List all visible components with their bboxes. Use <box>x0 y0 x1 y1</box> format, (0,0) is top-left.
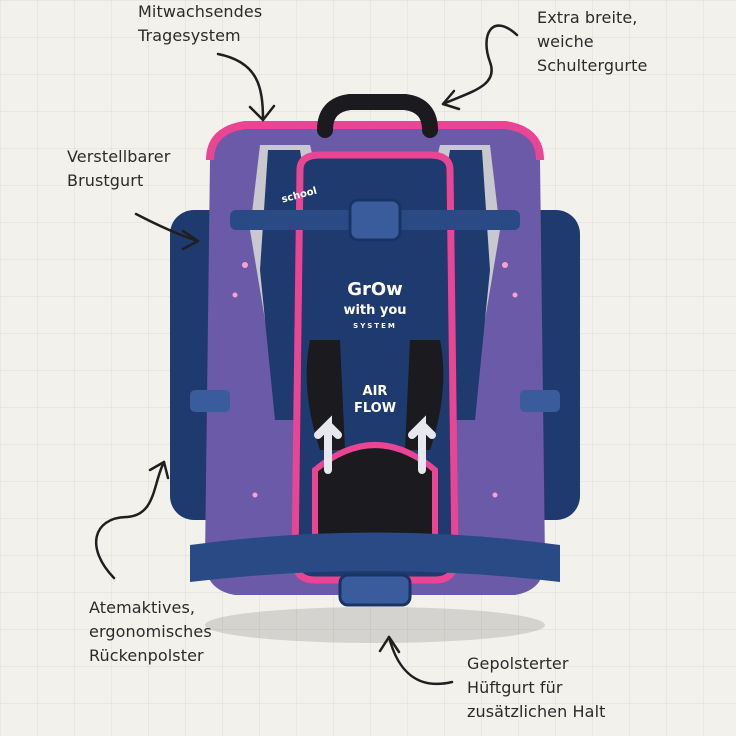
airflow-arrow-right <box>408 415 436 474</box>
callout-hueftgurt-line1: Gepolsterter <box>467 654 569 673</box>
right-mesh <box>405 340 444 450</box>
callout-tragesystem-line2: Tragesystem <box>138 26 241 45</box>
airflow-arrow-left <box>314 415 342 474</box>
callout-tragesystem-line1: Mitwachsendes <box>138 2 263 21</box>
logo-line3: SYSTEM <box>353 322 397 330</box>
callout-schultergurte: Extra breite, weiche Schultergurte <box>537 6 647 78</box>
callout-rueckenpolster-line3: Rückenpolster <box>89 646 204 665</box>
right-side-buckle <box>520 390 560 412</box>
top-handle <box>317 94 438 138</box>
hip-buckle <box>338 573 412 607</box>
callout-hueftgurt: Gepolsterter Hüftgurt für zusätzlichen H… <box>467 652 606 724</box>
callout-rueckenpolster-line2: ergonomisches <box>89 622 212 641</box>
callout-schultergurte-line1: Extra breite, <box>537 8 638 27</box>
chest-buckle <box>348 198 402 242</box>
backpack-svg: GrOw with you SYSTEM AIR FLOW school <box>170 94 580 643</box>
logo-line1: GrOw <box>347 279 403 300</box>
callout-hueftgurt-line2: Hüftgurt für <box>467 678 563 697</box>
callout-rueckenpolster-line1: Atemaktives, <box>89 598 196 617</box>
logo-line2: with you <box>343 303 406 318</box>
ground-shadow <box>205 607 545 643</box>
airflow-line1: AIR <box>363 384 388 399</box>
stars <box>232 262 518 498</box>
callout-hueftgurt-line3: zusätzlichen Halt <box>467 702 606 721</box>
lower-mesh <box>312 442 438 563</box>
left-side-buckle <box>190 390 230 412</box>
callout-rueckenpolster: Atemaktives, ergonomisches Rückenpolster <box>89 596 212 668</box>
callout-tragesystem: Mitwachsendes Tragesystem <box>138 0 262 48</box>
left-mesh <box>306 340 345 450</box>
top-pink-trim <box>206 121 544 161</box>
callout-brustgurt-line1: Verstellbarer <box>67 147 171 166</box>
hip-belt <box>190 532 560 582</box>
callout-brustgurt: Verstellbarer Brustgurt <box>67 145 170 193</box>
callout-schultergurte-line2: weiche <box>537 32 594 51</box>
callout-schultergurte-line3: Schultergurte <box>537 56 648 75</box>
callout-brustgurt-line2: Brustgurt <box>67 171 144 190</box>
backpack-illustration: GrOw with you SYSTEM AIR FLOW school <box>150 90 600 650</box>
airflow-line2: FLOW <box>354 401 396 416</box>
